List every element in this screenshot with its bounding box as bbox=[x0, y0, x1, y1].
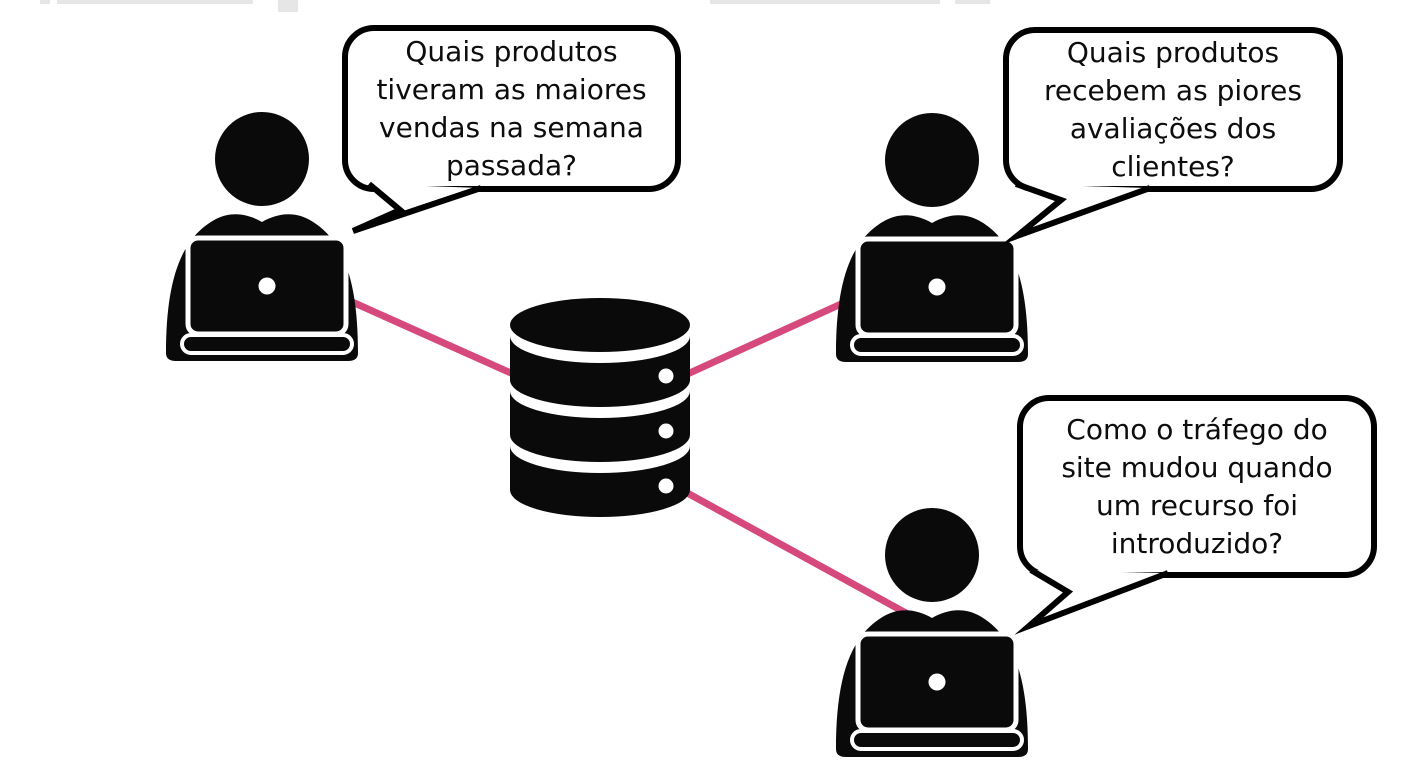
connector-lines bbox=[348, 295, 917, 622]
user-laptop-icon-top-right bbox=[836, 113, 1028, 362]
top-edge-artifacts bbox=[40, 0, 990, 12]
speech-bubble-tail-bottom-right bbox=[1014, 567, 1170, 635]
database-led-dot-1 bbox=[658, 368, 674, 384]
user-laptop-icon-bottom-right bbox=[836, 508, 1028, 757]
database-led-dot-2 bbox=[658, 423, 674, 439]
speech-bubble-top-right: Quais produtos recebem as piores avaliaç… bbox=[1003, 27, 1343, 192]
connector-line-database-to-right-user bbox=[646, 295, 854, 396]
database-icon bbox=[510, 298, 690, 517]
database-band-2 bbox=[510, 391, 690, 462]
database-led-dot-3 bbox=[658, 478, 674, 494]
database-band-3 bbox=[510, 446, 690, 517]
user-laptop-icon-top-left bbox=[166, 112, 358, 361]
speech-bubble-top-left: Quais produtos tiveram as maiores vendas… bbox=[342, 25, 681, 192]
speech-bubble-top-left-text: Quais produtos tiveram as maiores vendas… bbox=[376, 34, 647, 182]
speech-bubble-bottom-right-text: Como o tráfego do site mudou quando um r… bbox=[1061, 412, 1333, 560]
connector-line-database-to-bottom-user bbox=[658, 474, 917, 622]
database-band-1 bbox=[510, 336, 690, 407]
database-top-disc bbox=[510, 298, 690, 352]
speech-bubble-bottom-right: Como o tráfego do site mudou quando um r… bbox=[1017, 395, 1377, 578]
connector-line-left-user-to-database bbox=[348, 297, 562, 399]
speech-bubble-top-right-text: Quais produtos recebem as piores avaliaç… bbox=[1044, 35, 1302, 183]
